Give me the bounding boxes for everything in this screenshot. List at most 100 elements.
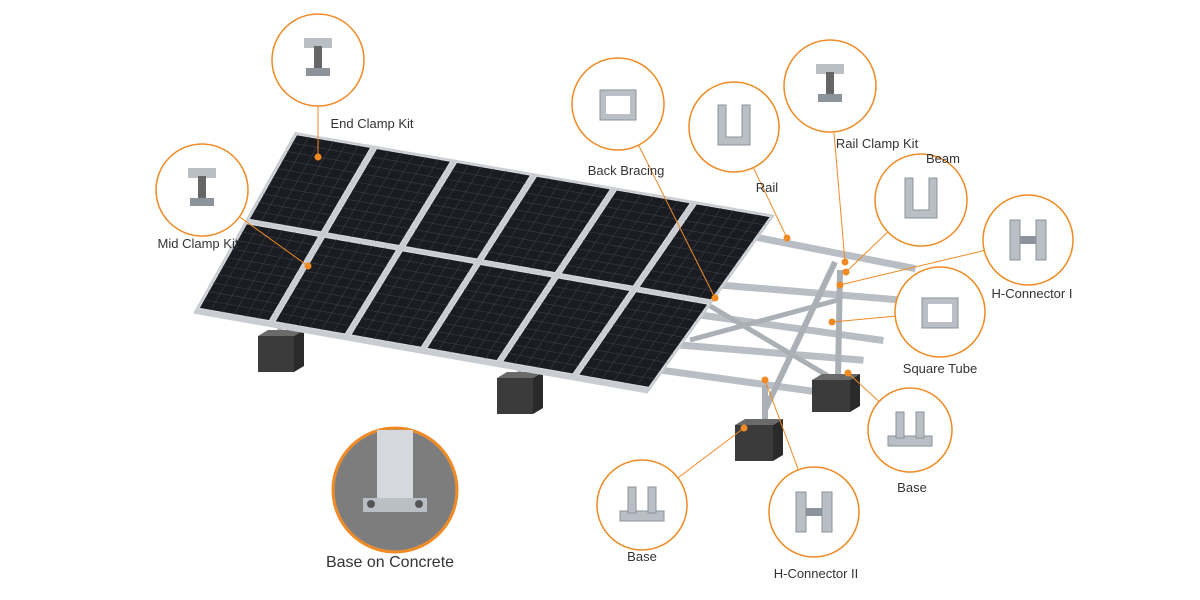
label-base-on-concrete: Base on Concrete — [325, 554, 455, 571]
cell-line — [595, 349, 667, 363]
h-leg — [795, 491, 807, 533]
cell-line — [371, 301, 443, 315]
clamp-top — [188, 168, 216, 178]
cell-line — [566, 265, 640, 279]
base-wing — [915, 411, 925, 439]
block-front — [497, 378, 533, 414]
concrete-block — [812, 374, 860, 412]
label-base-left: Base — [627, 549, 657, 564]
concrete-block — [258, 330, 304, 372]
bolt — [367, 500, 375, 508]
base-icon — [887, 411, 933, 447]
cell-line — [535, 311, 608, 325]
cell-line — [531, 184, 606, 198]
bolt — [198, 176, 206, 202]
cell-line — [222, 265, 295, 279]
solar-panels — [197, 133, 772, 389]
bolt — [314, 46, 322, 72]
rail-clamp-icon — [816, 64, 844, 102]
cell-line — [584, 366, 655, 380]
block-front — [258, 336, 294, 372]
label-mid-clamp-kit: Mid Clamp Kit — [157, 236, 239, 251]
cell-line — [425, 212, 499, 226]
cell-line — [341, 207, 415, 221]
callout-dot — [304, 262, 312, 270]
cell-line — [227, 257, 300, 271]
callout-square-tube — [828, 266, 986, 358]
cell-line — [309, 262, 382, 276]
cell-line — [336, 215, 410, 229]
callout-circle — [867, 387, 953, 473]
cell-line — [552, 286, 625, 300]
cell-line — [291, 142, 366, 157]
cell-line — [446, 178, 521, 193]
concrete-block — [735, 419, 783, 461]
rail-icon — [717, 104, 751, 146]
channel-profile — [717, 104, 751, 146]
cell-line — [588, 231, 663, 245]
cell-line — [488, 251, 561, 265]
leader-line — [839, 249, 985, 286]
tube — [377, 430, 413, 502]
callout-dot — [740, 424, 748, 432]
cell-line — [268, 185, 342, 199]
cell-line — [469, 280, 542, 295]
cell-line — [509, 217, 584, 232]
cell-line — [577, 248, 651, 262]
cell-line — [213, 282, 285, 296]
callout-dot — [841, 258, 849, 266]
cell-line — [618, 316, 691, 330]
callout-dot — [711, 294, 719, 302]
block-front — [735, 425, 773, 461]
base-plate — [887, 435, 933, 447]
base-plate — [363, 498, 427, 512]
cell-line — [541, 302, 614, 316]
callout-dot — [314, 153, 322, 161]
callout-rail-clamp-kit — [783, 39, 877, 266]
cell-line — [366, 309, 438, 323]
rail-bar — [716, 281, 904, 304]
cell-line — [644, 278, 718, 292]
cell-line — [366, 165, 441, 179]
cell-line — [661, 253, 736, 267]
leader-line — [833, 131, 846, 263]
cell-line — [277, 168, 352, 182]
cell-line — [386, 275, 459, 289]
cell-line — [519, 336, 591, 350]
cell-line — [294, 287, 366, 301]
bolt — [415, 500, 423, 508]
h-connector-icon — [1009, 219, 1047, 261]
cell-line — [253, 210, 327, 224]
block-top — [497, 372, 543, 378]
callout-h-connector-1 — [836, 194, 1074, 289]
label-h-connector-1: H-Connector I — [991, 286, 1073, 301]
cell-line — [371, 156, 446, 171]
cell-line — [284, 304, 356, 318]
cell-line — [319, 245, 392, 259]
cell-line — [656, 261, 730, 276]
label-square-tube: Square Tube — [902, 361, 978, 376]
callout-beam — [842, 153, 968, 276]
callout-dot — [828, 318, 836, 326]
cell-line — [546, 294, 619, 308]
callout-base-right — [844, 369, 953, 473]
block-side — [533, 372, 543, 414]
cell-line — [447, 314, 520, 328]
cell-line — [241, 231, 314, 245]
tube-hole — [928, 304, 952, 322]
h-connector-icon — [795, 491, 833, 533]
label-h-connector-2: H-Connector II — [773, 566, 859, 581]
base-plate — [619, 510, 665, 522]
callout-base-left — [596, 424, 748, 551]
cell-line — [203, 299, 275, 313]
cell-line — [430, 204, 505, 218]
leader-line — [638, 144, 716, 299]
cell-line — [282, 159, 357, 174]
h-bridge — [806, 508, 822, 516]
cell-line — [679, 228, 753, 242]
cell-line — [272, 176, 347, 191]
label-rail-clamp-kit: Rail Clamp Kit — [835, 136, 919, 151]
clamp-nut — [818, 94, 842, 102]
cell-line — [361, 173, 436, 187]
back-bracing-icon — [599, 89, 637, 121]
